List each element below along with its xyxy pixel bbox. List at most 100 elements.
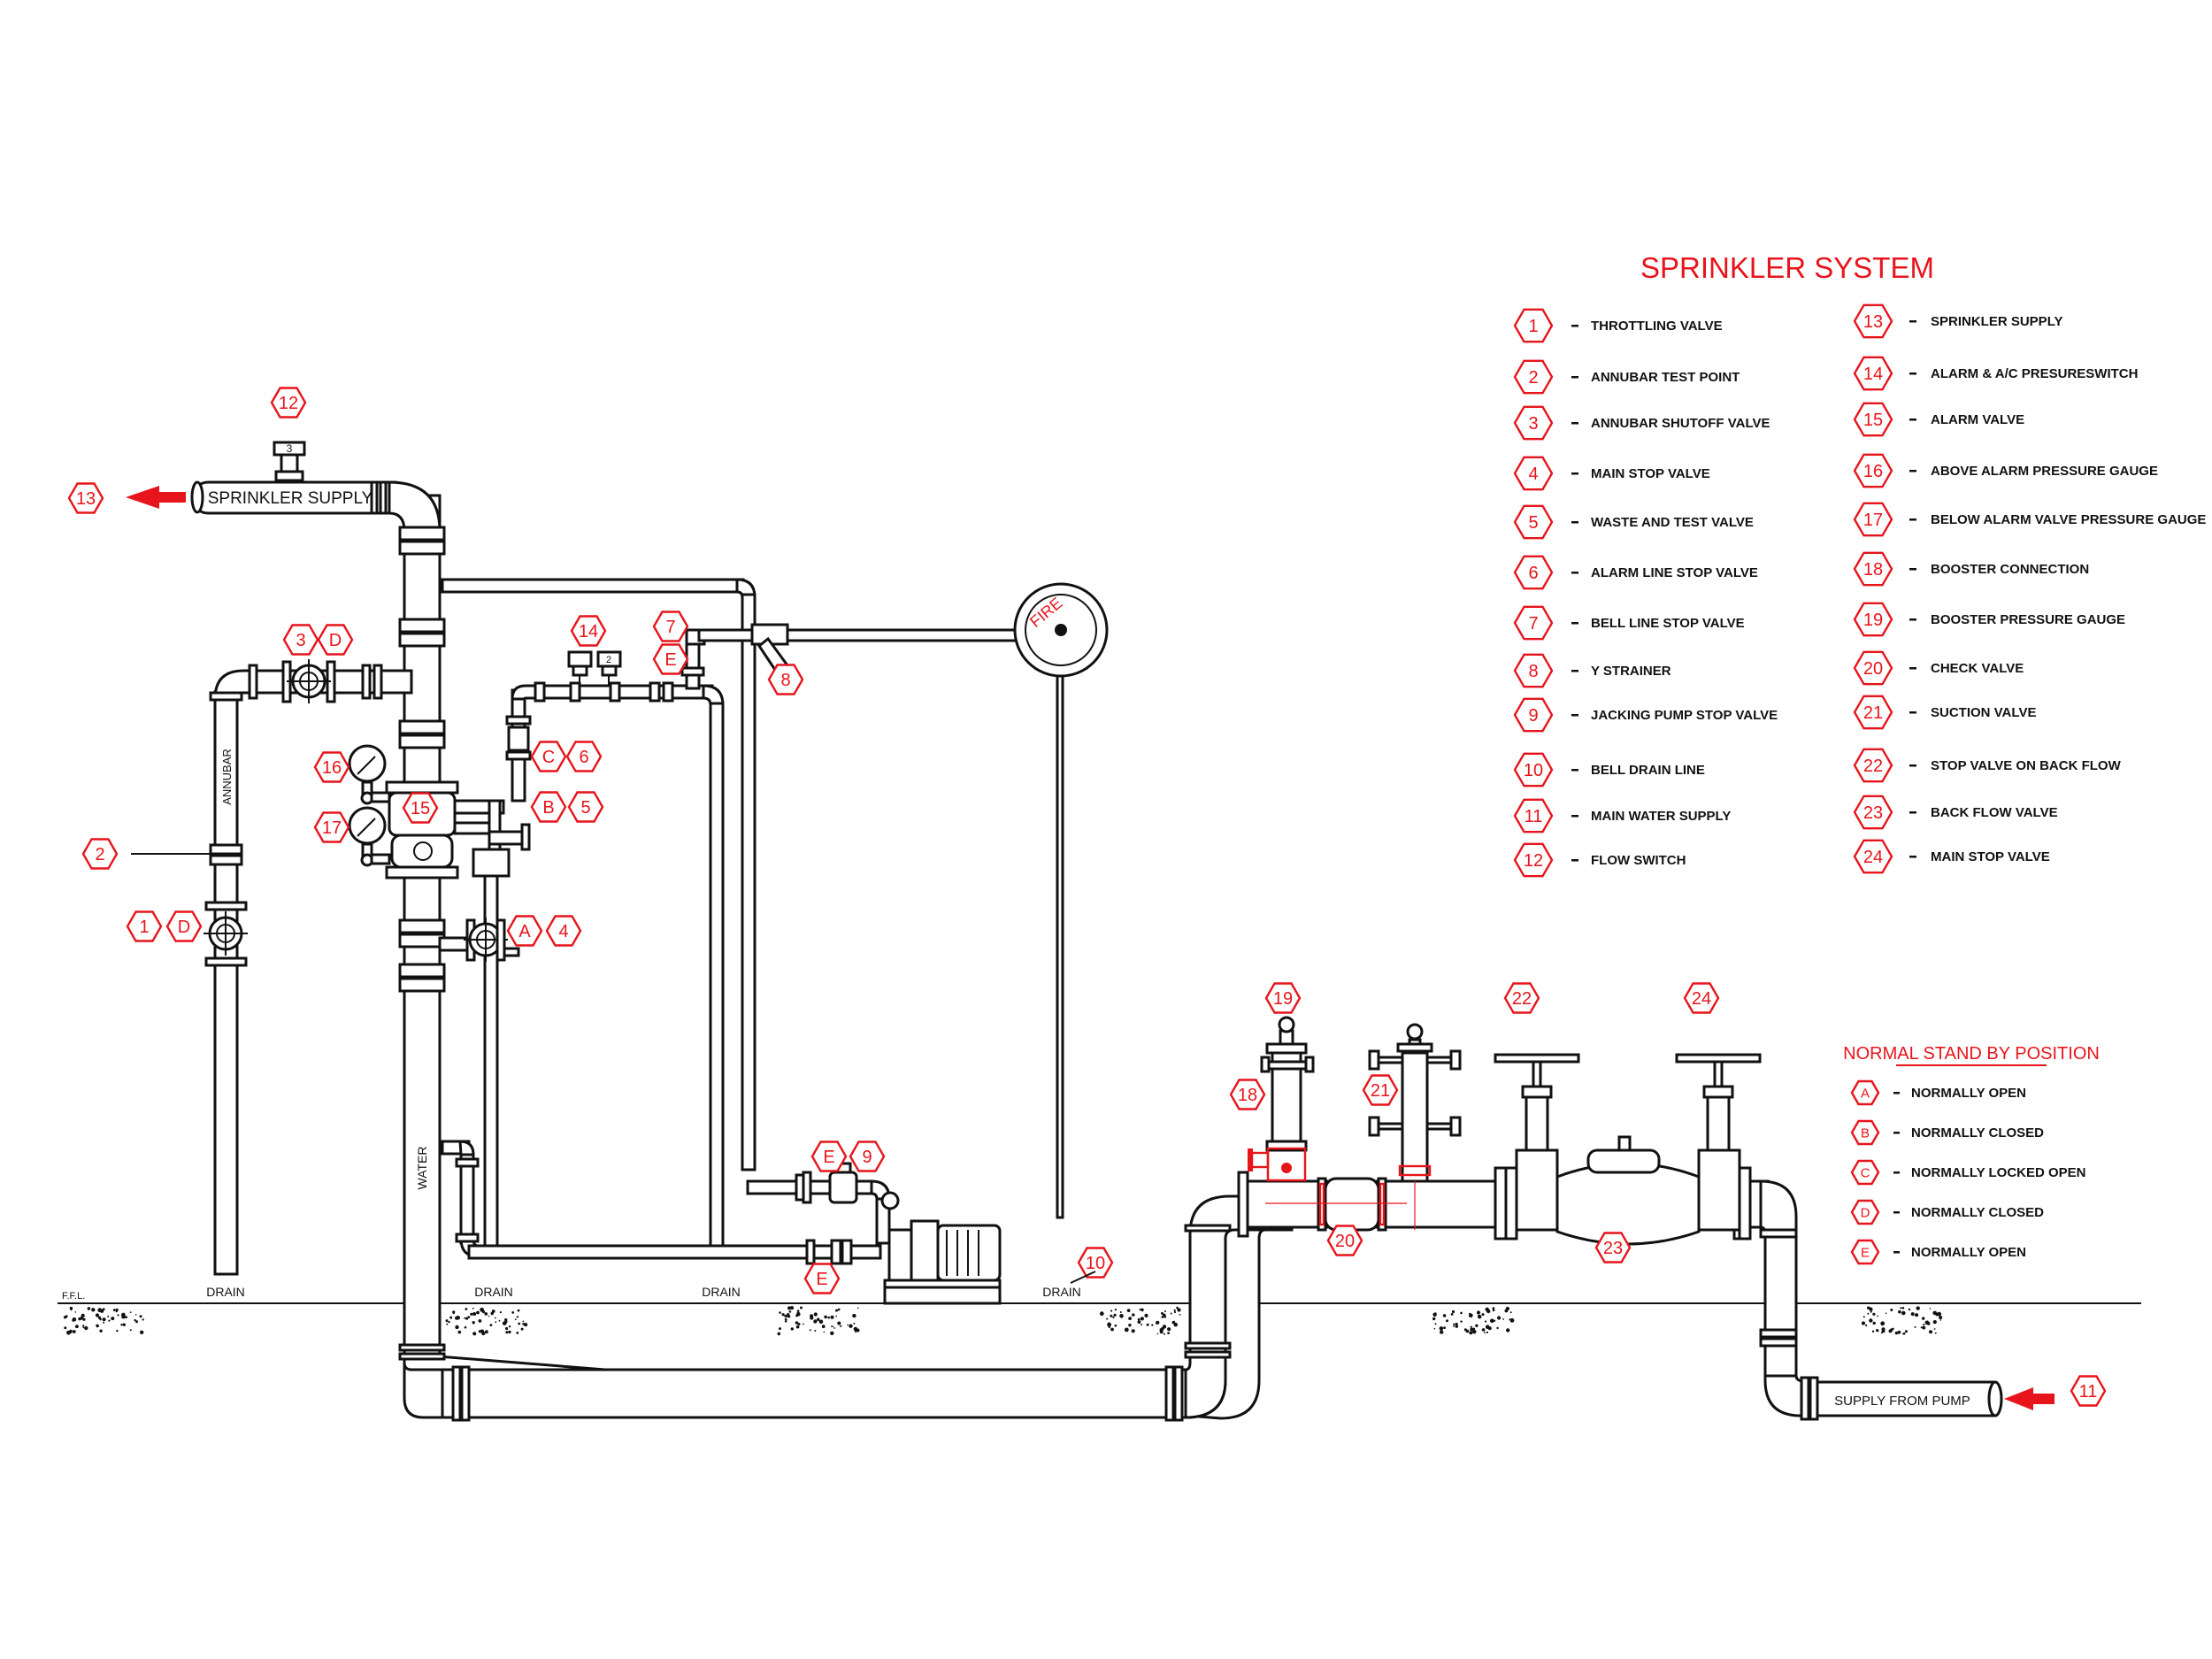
position-key-tag: D xyxy=(1850,1199,1880,1225)
legend-item-label: BELL DRAIN LINE xyxy=(1591,763,1705,778)
normal-position-label: NORMALLY CLOSED xyxy=(1911,1205,2044,1220)
legend-item-label: BELOW ALARM VALVE PRESSURE GAUGE xyxy=(1931,512,2206,527)
legend-item-label: WASTE AND TEST VALVE xyxy=(1591,515,1754,530)
annubar-label: ANNUBAR xyxy=(220,749,234,805)
legend-tag-label: 21 xyxy=(1863,703,1883,723)
supply-from-pump-label: SUPPLY FROM PUMP xyxy=(1834,1394,1970,1409)
callout-tag: E xyxy=(810,1141,848,1172)
callout-tag-label: 2 xyxy=(95,845,104,864)
legend-tag: 6 xyxy=(1513,555,1554,590)
legend-tag-label: 6 xyxy=(1528,564,1538,583)
callout-tag-label: 20 xyxy=(1335,1232,1355,1251)
legend-tag: 20 xyxy=(1853,650,1893,686)
callout-tag-label: 1 xyxy=(139,918,149,937)
legend-item-label: MAIN STOP VALVE xyxy=(1931,849,2050,864)
legend-tag-label: 2 xyxy=(1528,368,1538,388)
ground-hatch xyxy=(63,1306,1943,1336)
position-key-tag: C xyxy=(1850,1159,1880,1186)
legend-item-label: THROTTLING VALVE xyxy=(1591,319,1723,334)
legend-item-label: BOOSTER PRESSURE GAUGE xyxy=(1931,612,2125,627)
position-key-tag-label: A xyxy=(1861,1087,1870,1102)
legend-item-label: ABOVE ALARM PRESSURE GAUGE xyxy=(1931,464,2158,479)
flow-switch: 3 xyxy=(273,441,306,482)
main-stop-valve-4 xyxy=(438,918,520,962)
sprinkler-supply-pipe: SPRINKLER SUPPLY xyxy=(126,480,388,515)
callout-tag-label: 8 xyxy=(780,671,790,690)
callout-tag: A xyxy=(506,915,543,947)
alarm-manifold xyxy=(534,681,725,1254)
legend-tag-label: 17 xyxy=(1863,511,1883,530)
legend-item-label: SPRINKLER SUPPLY xyxy=(1931,314,2062,329)
callout-tag-label: 14 xyxy=(579,622,598,641)
legend-row: 13 SPRINKLER SUPPLY xyxy=(1853,303,2062,339)
sprinkler-supply-label: SPRINKLER SUPPLY xyxy=(208,489,373,508)
legend-item-label: ALARM VALVE xyxy=(1931,412,2024,427)
position-key-tag-label: C xyxy=(1861,1166,1870,1181)
main-supply-loop xyxy=(398,1194,1294,1422)
callout-tag: 7 xyxy=(652,611,689,642)
callout-tag-label: A xyxy=(518,922,531,941)
callout-tag-label: 5 xyxy=(580,798,590,818)
legend-tag-label: 11 xyxy=(1525,807,1543,826)
callout-tag: 16 xyxy=(313,751,350,783)
legend-tag: 1 xyxy=(1513,308,1554,343)
drain-label: DRAIN xyxy=(1042,1285,1081,1299)
legend-tag-label: 10 xyxy=(1524,761,1543,780)
legend-tag: 9 xyxy=(1513,697,1554,733)
legend-tag-label: 5 xyxy=(1528,513,1538,533)
main-riser: WATER xyxy=(191,480,446,1364)
callout-tag: 9 xyxy=(849,1141,886,1172)
position-key-tag-label: B xyxy=(1861,1126,1870,1141)
legend-item-label: BACK FLOW VALVE xyxy=(1931,805,2058,820)
legend-row: 10 BELL DRAIN LINE xyxy=(1513,752,1705,787)
callout-tag: 19 xyxy=(1264,982,1302,1014)
pressure-switch: 2 xyxy=(567,650,622,686)
legend-item-label: CHECK VALVE xyxy=(1931,661,2024,676)
normal-position-row: B NORMALLY CLOSED xyxy=(1850,1119,2044,1146)
sprinkler-supply-arrow xyxy=(126,486,186,509)
legend-tag-label: 22 xyxy=(1863,757,1883,776)
legend-tag: 5 xyxy=(1513,504,1554,540)
normal-position-title: NORMAL STAND BY POSITION xyxy=(1843,1044,2100,1064)
legend-item-label: Y STRAINER xyxy=(1591,664,1671,679)
svg-text:3: 3 xyxy=(287,442,293,455)
legend-tag-label: 13 xyxy=(1863,312,1883,332)
annubar-shutoff-valve xyxy=(281,659,336,703)
callout-tag-label: 24 xyxy=(1692,989,1711,1009)
check-valve xyxy=(1265,1177,1407,1232)
callout-tag-label: C xyxy=(542,748,555,767)
floor-line: F.F.L. xyxy=(58,1291,2141,1304)
callout-tag-label: E xyxy=(823,1148,834,1167)
legend-item-label: JACKING PUMP STOP VALVE xyxy=(1591,708,1778,723)
legend-tag: 13 xyxy=(1853,303,1893,339)
legend-row: 5 WASTE AND TEST VALVE xyxy=(1513,504,1754,540)
water-label: WATER xyxy=(415,1147,429,1190)
normal-position-label: NORMALLY CLOSED xyxy=(1911,1125,2044,1141)
callout-tag: 12 xyxy=(270,387,307,419)
callout-tag: 13 xyxy=(67,482,104,514)
alarm-line xyxy=(472,684,714,1249)
legend-item-label: BELL LINE STOP VALVE xyxy=(1591,616,1745,631)
legend-row: 15 ALARM VALVE xyxy=(1853,402,2024,437)
legend-tag-label: 15 xyxy=(1863,411,1883,430)
callout-tag-label: 3 xyxy=(296,631,305,650)
callout-tag-label: 10 xyxy=(1086,1254,1105,1273)
callout-tag: C xyxy=(530,741,567,772)
legend-tag-label: 19 xyxy=(1863,611,1883,630)
legend-tag: 23 xyxy=(1853,795,1893,830)
legend-tag: 2 xyxy=(1513,359,1554,395)
callout-tag: D xyxy=(165,910,203,942)
legend-tag: 12 xyxy=(1513,842,1554,878)
legend-tag: 11 xyxy=(1513,798,1554,833)
